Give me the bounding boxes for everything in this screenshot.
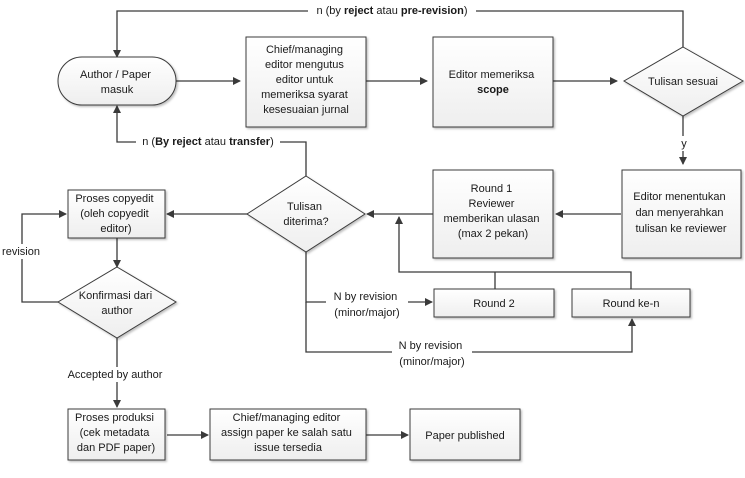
tulisan-sesuai-decision [623,46,745,117]
author-paper-text: Author / Paper masuk [80,69,154,96]
n-by-revision-label-1: N by revision (minor/major) [334,291,401,319]
round2-box [433,288,555,318]
edge-labels: n (by reject atau pre-revision) n (By re… [2,5,687,381]
node-texts: Author / Paper masuk Chief/managing edit… [75,44,728,454]
reject-transfer-label: n (By reject atau transfer) [142,136,274,148]
round1-box [432,169,554,259]
round1-text: Round 1 Reviewer memberikan ulasan (max … [443,183,542,240]
editor-reviewer-text: Editor menentukan dan menyerahkan tulisa… [633,191,728,235]
editor-scope-box [432,36,554,128]
accepted-label: Accepted by author [68,369,163,381]
connectors [21,10,687,439]
top-loop-label: n (by reject atau pre-revision) [316,5,467,17]
produksi-box [67,408,166,461]
shapes [57,36,745,461]
chief-send-box [245,36,367,128]
tulisan-sesuai-text: Tulisan sesuai [648,76,718,88]
round-n-box [571,288,691,318]
editor-scope-text: Editor memeriksa scope [449,69,538,96]
revision-label: revision [2,246,40,258]
round-n-text: Round ke-n [603,298,660,310]
assign-issue-box [209,408,367,461]
arrow-rounds-back [399,217,632,289]
editor-reviewer-box [621,169,742,259]
published-box [409,408,521,461]
round2-text: Round 2 [473,298,515,310]
produksi-text: Proses produksi (cek metadata dan PDF pa… [75,412,157,454]
copyedit-box [67,189,166,239]
assign-issue-text: Chief/managing editor assign paper ke sa… [221,412,355,454]
author-paper-terminal [57,56,177,106]
copyedit-text: Proses copyedit (oleh copyedit editor) [75,193,156,235]
n-by-revision-label-2: N by revision (minor/major) [399,340,466,368]
konfirmasi-decision [57,266,177,339]
published-text: Paper published [425,430,505,442]
tulisan-diterima-text: Tulisan diterima? [283,201,328,228]
konfirmasi-text: Konfirmasi dari author [79,290,155,317]
yes-label: y [681,138,687,150]
tulisan-diterima-decision [246,175,366,253]
chief-send-text: Chief/managing editor mengutus editor un… [261,44,351,116]
